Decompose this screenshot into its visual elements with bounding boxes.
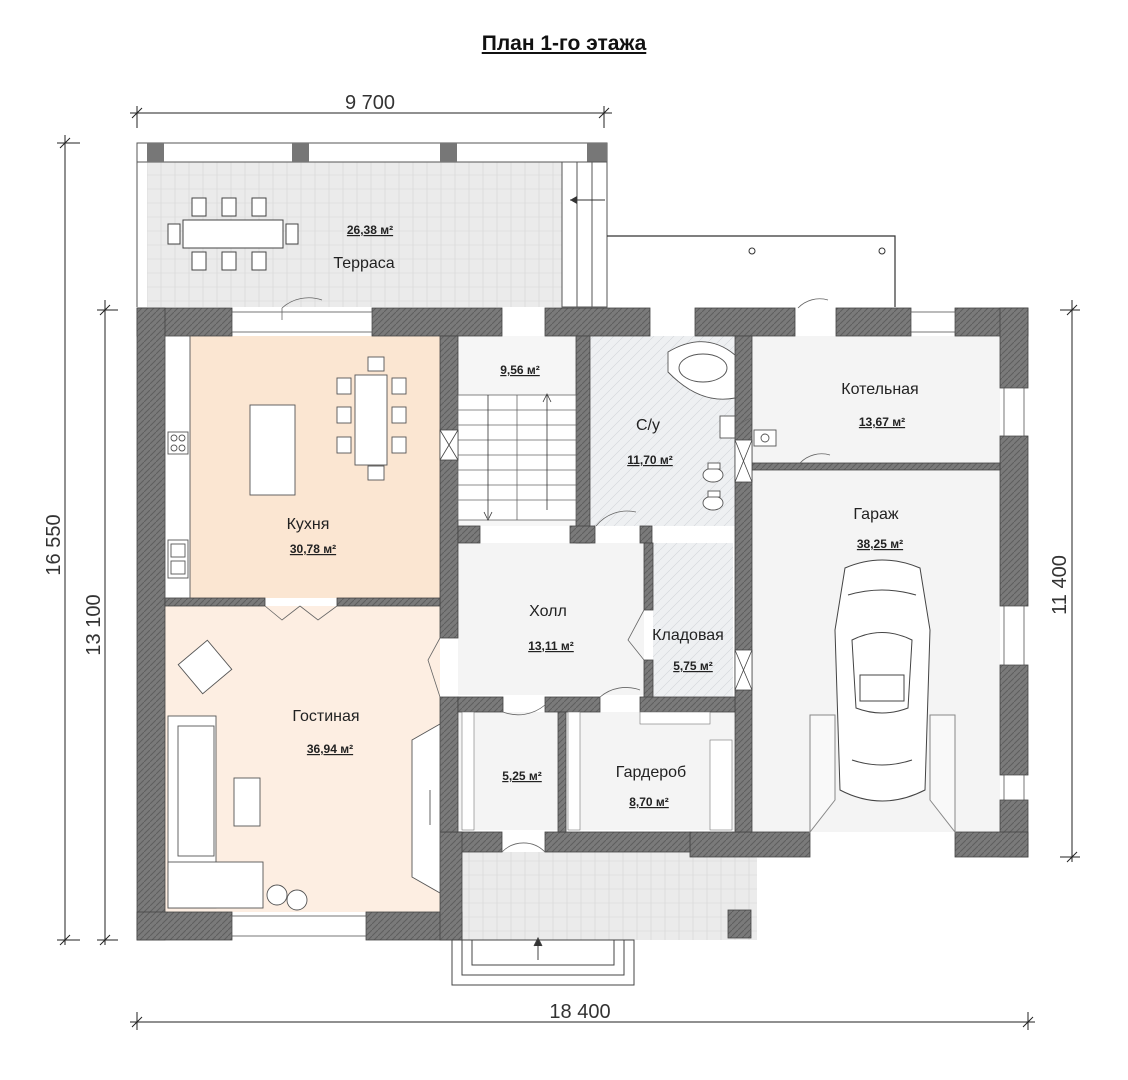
dim-bottom-width: 18 400 xyxy=(549,1001,610,1023)
car-icon xyxy=(809,559,956,834)
wardrobe-shelves xyxy=(461,711,733,831)
living-name: Гостиная xyxy=(292,708,359,725)
hall-area: 13,11 м² xyxy=(528,639,574,653)
dim-left-inner: 13 100 xyxy=(83,594,105,655)
kitchen-area: 30,78 м² xyxy=(290,542,336,556)
entrance-steps xyxy=(451,936,635,986)
dim-right: 11 400 xyxy=(1049,555,1071,615)
living-furniture xyxy=(167,639,441,911)
wardrobe-area: 8,70 м² xyxy=(629,795,669,809)
kitchen-floor xyxy=(165,336,440,598)
dim-top-width: 9 700 xyxy=(345,92,395,114)
hall-name: Холл xyxy=(529,603,567,620)
staircase xyxy=(457,393,577,521)
room-labels: 26,38 м² Терраса Кухня 30,78 м² 9,56 м² … xyxy=(287,223,919,809)
dimension-lines xyxy=(57,106,1080,1030)
walls xyxy=(136,307,1029,941)
bathroom-area: 11,70 м² xyxy=(627,453,673,467)
storage-area: 5,75 м² xyxy=(673,659,713,673)
garage-name: Гараж xyxy=(853,506,898,523)
wardrobe-name: Гардероб xyxy=(616,764,686,781)
living-area: 36,94 м² xyxy=(307,742,353,756)
shafts xyxy=(439,429,753,691)
storage-name: Кладовая xyxy=(652,627,724,644)
windows xyxy=(231,311,1025,937)
kitchen-name: Кухня xyxy=(287,516,330,533)
entrance-porch xyxy=(462,852,757,940)
stairs-area: 9,56 м² xyxy=(500,363,540,377)
terrace-dining-table xyxy=(167,197,299,271)
boiler-floor xyxy=(752,336,1000,463)
boiler-area: 13,67 м² xyxy=(859,415,905,429)
terrace-area: 26,38 м² xyxy=(347,223,393,237)
boiler-name: Котельная xyxy=(841,381,918,398)
kitchen-furniture xyxy=(164,335,407,599)
hall-floor xyxy=(458,543,644,695)
wardrobe-floor xyxy=(566,712,734,830)
doors xyxy=(264,297,831,853)
vestibule-floor xyxy=(458,712,558,830)
vestibule-area: 5,25 м² xyxy=(502,769,542,783)
storage-floor xyxy=(653,543,733,700)
bathroom-name: С/у xyxy=(636,417,660,434)
bathroom-fixtures xyxy=(667,341,777,511)
dim-left-outer: 16 550 xyxy=(43,514,65,575)
terrace xyxy=(136,142,896,308)
terrace-name: Терраса xyxy=(333,255,394,272)
plan-title: План 1-го этажа xyxy=(481,32,647,55)
garage-area: 38,25 м² xyxy=(857,537,903,551)
